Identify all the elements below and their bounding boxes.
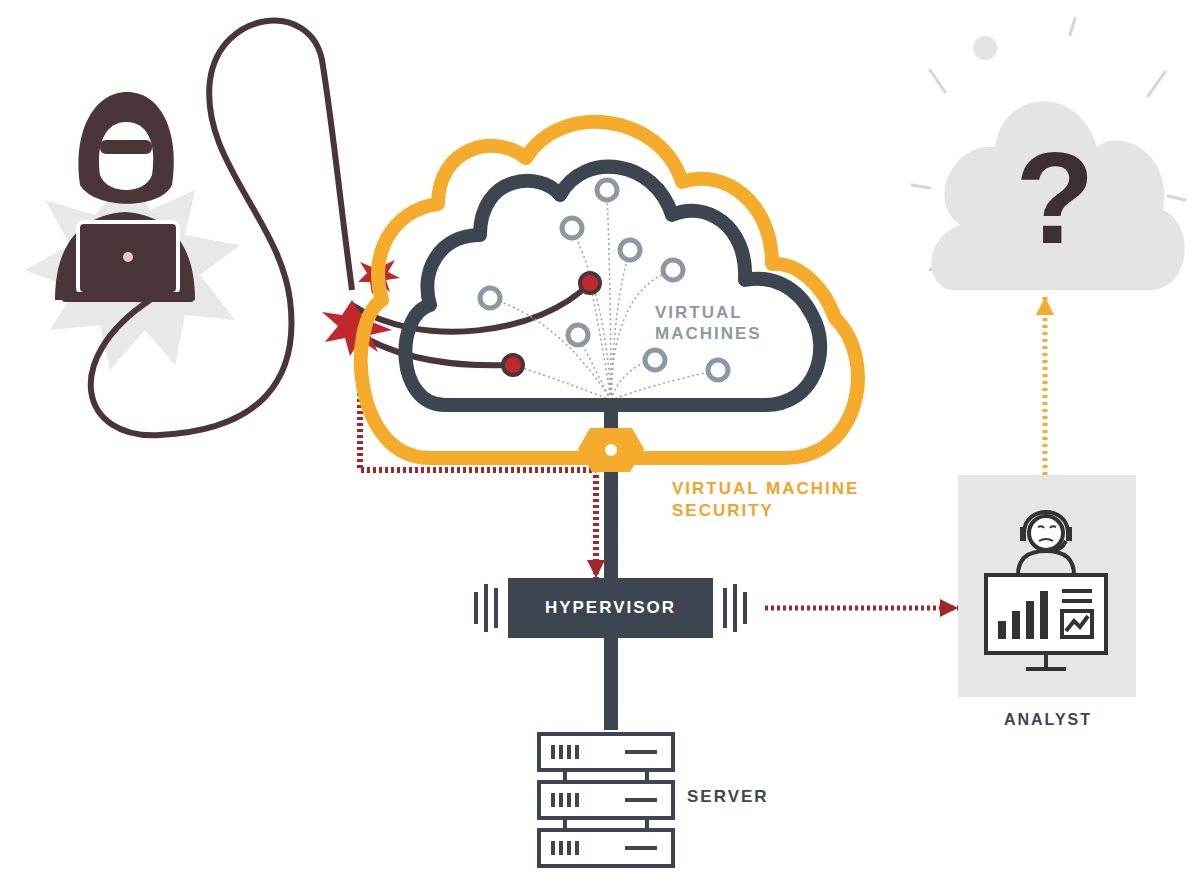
laptop xyxy=(78,222,178,294)
cable-wire xyxy=(352,330,513,365)
question-cloud: ? xyxy=(915,35,1195,297)
question-mark: ? xyxy=(915,133,1195,263)
server-stack: SERVER xyxy=(535,730,785,872)
hacker-body xyxy=(55,212,195,300)
hypervisor-box: HYPERVISOR xyxy=(468,578,755,638)
hacker-face xyxy=(99,122,153,190)
hacker-mask xyxy=(100,140,152,154)
dotted-arrow xyxy=(1043,297,1048,475)
cloud-puff xyxy=(973,36,997,60)
server-label: SERVER xyxy=(687,786,782,808)
starburst xyxy=(25,175,240,370)
dotted-arrow xyxy=(765,606,958,611)
security-label: VIRTUAL MACHINE SECURITY xyxy=(672,478,902,522)
vm-cloud-outline xyxy=(383,140,823,410)
analyst-panel: ANALYST xyxy=(958,475,1138,737)
analyst-panel-outline xyxy=(958,475,1138,737)
laptop-base xyxy=(62,292,194,302)
hypervisor-label: HYPERVISOR xyxy=(508,578,713,638)
vm-label: VIRTUAL MACHINES xyxy=(655,302,780,344)
vm-cloud: VIRTUAL MACHINES xyxy=(383,140,823,410)
analyst-label: ANALYST xyxy=(958,709,1138,731)
vm-compromised xyxy=(503,273,600,375)
security-cloud: VIRTUAL MACHINE SECURITY VIRTUAL MACHINES xyxy=(360,90,900,530)
vm-tree xyxy=(490,190,718,400)
stem-line xyxy=(604,638,618,730)
laptop-logo xyxy=(123,252,133,262)
security-cloud-outline xyxy=(360,90,900,530)
hacker-hood xyxy=(78,92,173,204)
